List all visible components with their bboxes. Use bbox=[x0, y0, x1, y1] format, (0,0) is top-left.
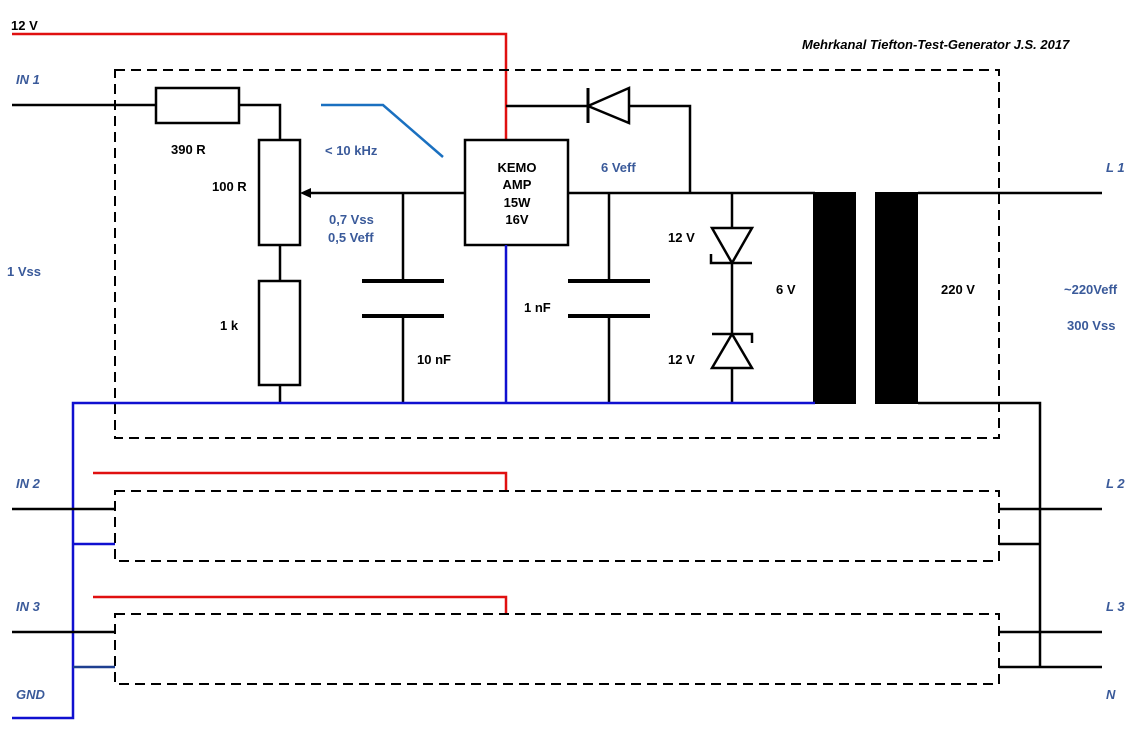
r1-to-pot-wire bbox=[239, 103, 282, 140]
zener-bottom-icon bbox=[709, 331, 755, 370]
supply-12v-wire bbox=[12, 32, 508, 140]
diode-right-wire bbox=[629, 104, 692, 193]
neutral-bus bbox=[918, 401, 1042, 667]
zener-bottom-label: 12 V bbox=[668, 352, 695, 367]
amp-line-1: KEMO bbox=[498, 160, 537, 175]
l1-label: L 1 bbox=[1106, 160, 1125, 175]
channel-3-box bbox=[114, 613, 1000, 685]
secondary-voltage-label: 220 V bbox=[941, 282, 975, 297]
supply-label: 12 V bbox=[11, 18, 38, 33]
zener-top-label: 12 V bbox=[668, 230, 695, 245]
supply-ch2-wire bbox=[93, 471, 508, 491]
amp-in-pp-label: 0,7 Vss bbox=[329, 212, 374, 227]
potentiometer-100r bbox=[257, 138, 302, 247]
primary-voltage-label: 6 V bbox=[776, 282, 796, 297]
r1-label: 390 R bbox=[171, 142, 206, 157]
kemo-amplifier bbox=[463, 138, 570, 247]
supply-ch3-wire bbox=[93, 595, 508, 614]
amp-line-2: AMP bbox=[503, 177, 532, 192]
gnd-label: GND bbox=[16, 687, 46, 702]
in1-label: IN 1 bbox=[16, 72, 40, 87]
transformer-primary-core bbox=[813, 192, 856, 404]
r2-label: 1 k bbox=[220, 318, 239, 333]
transformer-secondary-core bbox=[875, 192, 918, 404]
amp-out-eff-label: 6 Veff bbox=[601, 160, 636, 175]
lowpass-symbol-icon bbox=[321, 103, 444, 158]
resistor-390r bbox=[154, 86, 241, 125]
amp-line-4: 16V bbox=[505, 212, 528, 227]
c1-label: 10 nF bbox=[417, 352, 451, 367]
output-eff-label: ~220Veff bbox=[1064, 282, 1118, 297]
zener-top-icon bbox=[709, 226, 755, 266]
c2-label: 1 nF bbox=[524, 300, 551, 315]
channel-2-box bbox=[114, 490, 1000, 562]
n-label: N bbox=[1106, 687, 1116, 702]
zener-top-bar bbox=[709, 254, 752, 265]
pot-label: 100 R bbox=[212, 179, 247, 194]
channel-1-box bbox=[114, 69, 1000, 439]
diode-icon bbox=[584, 86, 631, 125]
lowpass-label: < 10 kHz bbox=[325, 143, 378, 158]
resistor-1k bbox=[257, 279, 302, 387]
input-level-label: 1 Vss bbox=[7, 264, 41, 279]
output-pp-label: 300 Vss bbox=[1067, 318, 1115, 333]
l2-label: L 2 bbox=[1106, 476, 1125, 491]
in2-label: IN 2 bbox=[16, 476, 41, 491]
zener-bottom-bar bbox=[712, 332, 754, 343]
amp-in-eff-label: 0,5 Veff bbox=[328, 230, 374, 245]
amp-line-3: 15W bbox=[504, 195, 531, 210]
in3-label: IN 3 bbox=[16, 599, 41, 614]
ground-bus bbox=[12, 401, 815, 720]
diagram-title: Mehrkanal Tiefton-Test-Generator J.S. 20… bbox=[802, 37, 1070, 52]
wiper-arrow-icon bbox=[300, 188, 311, 198]
l3-label: L 3 bbox=[1106, 599, 1125, 614]
